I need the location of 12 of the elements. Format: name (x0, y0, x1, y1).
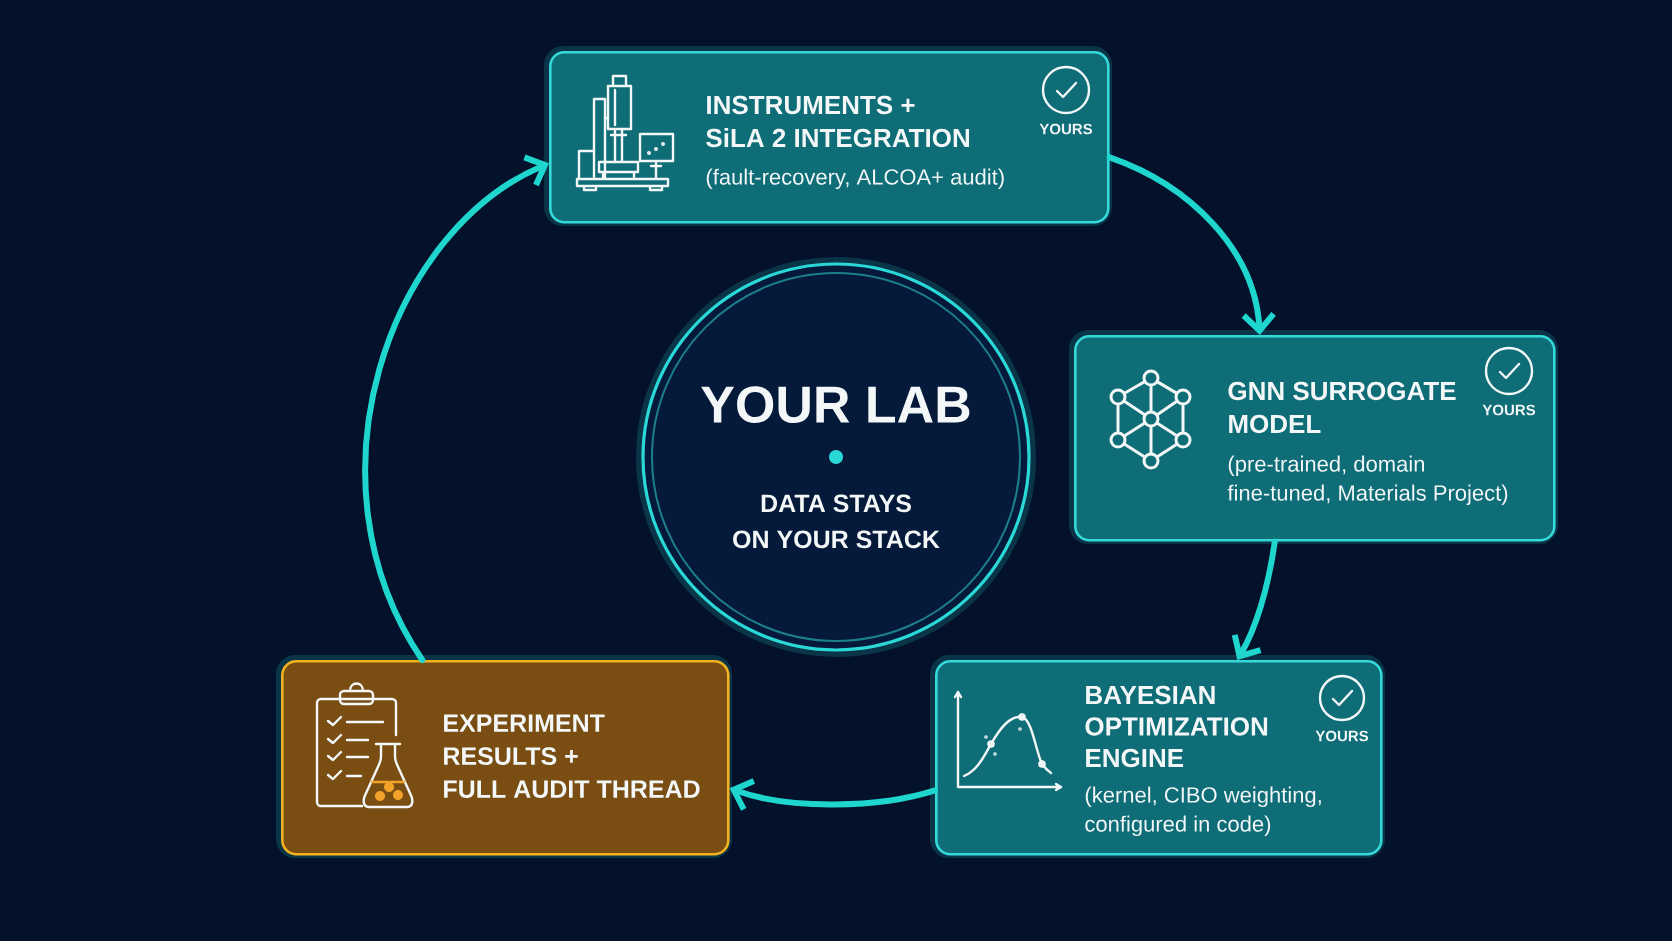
box-subtitle: (kernel, CIBO weighting, configured in code) (1085, 786, 1321, 837)
box-title: EXPERIMENT RESULTS + FULL AUDIT THREAD (444, 714, 700, 798)
box-subtitle: (pre-trained, domain fine-tuned, Materials Project) (1227, 455, 1508, 506)
box-subtitle: (fault-recovery, ALCOA+ audit) (706, 168, 1004, 190)
box-title: BAYESIAN OPTIMIZATION ENGINE (1085, 685, 1268, 768)
hub-title: YOUR LAB (701, 386, 970, 423)
box-title: GNN SURROGATE MODEL (1228, 381, 1456, 434)
badge-label: YOURS (1482, 404, 1536, 416)
box-title: INSTRUMENTS + SiLA 2 INTEGRATION (706, 95, 969, 148)
badge-label: YOURS (1039, 123, 1093, 135)
badge-label: YOURS (1315, 730, 1369, 742)
hub-subtitle: DATA STAYS ON YOUR STACK (733, 494, 940, 549)
